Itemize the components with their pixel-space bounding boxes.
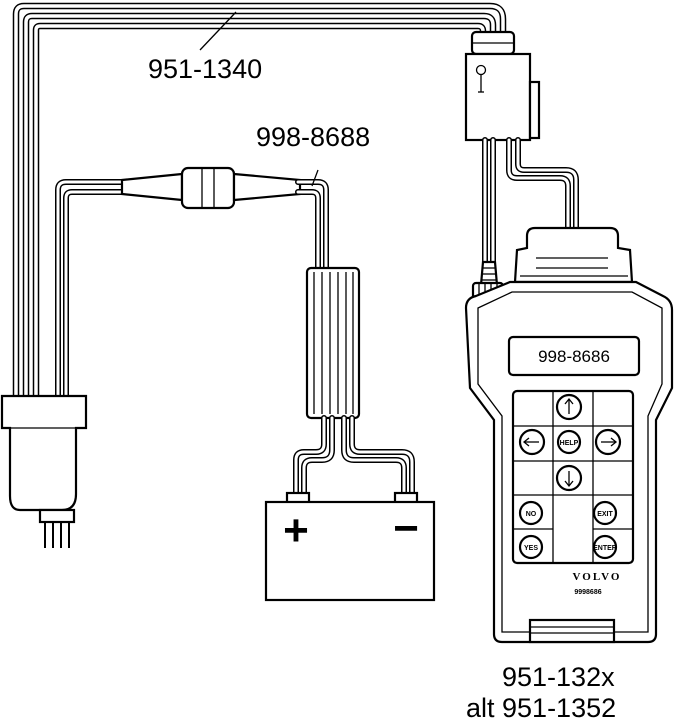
cable-998-8688 [55, 166, 329, 403]
brand-logo: VOLVO [573, 571, 622, 583]
battery-negative: − [393, 504, 419, 553]
label-951-1340: 951-1340 [148, 54, 262, 84]
svg-text:HELP: HELP [560, 440, 579, 447]
battery-leads [293, 415, 415, 497]
key-up[interactable] [555, 393, 583, 421]
cable-951-1340 [12, 2, 516, 404]
key-no[interactable]: NO [518, 500, 544, 526]
leader-951-1340 [199, 11, 237, 51]
key-exit[interactable]: EXIT [592, 500, 618, 526]
label-tester-alt: alt 951-1352 [466, 693, 616, 721]
key-help[interactable]: HELP [556, 429, 582, 455]
key-left[interactable] [518, 428, 546, 456]
key-yes[interactable]: YES [518, 534, 544, 560]
adapter-box [464, 52, 541, 142]
key-enter[interactable]: ENTER [592, 534, 618, 560]
diagnostic-connector [0, 394, 88, 548]
svg-text:NO: NO [526, 511, 537, 518]
key-down[interactable] [555, 464, 583, 492]
brand-serial: 9998686 [574, 589, 601, 596]
label-tester-part: 951-132x [502, 662, 615, 692]
svg-text:EXIT: EXIT [597, 511, 613, 518]
tester-handset: 998-8686 HELP [464, 226, 674, 644]
battery: + − [264, 491, 436, 602]
svg-text:ENTER: ENTER [593, 545, 617, 552]
display-text: 998-8686 [538, 347, 610, 366]
svg-text:YES: YES [524, 545, 538, 552]
battery-positive: + [283, 506, 309, 555]
key-right[interactable] [594, 428, 622, 456]
label-998-8688: 998-8688 [256, 122, 370, 152]
clamp-cylinder [305, 266, 361, 420]
